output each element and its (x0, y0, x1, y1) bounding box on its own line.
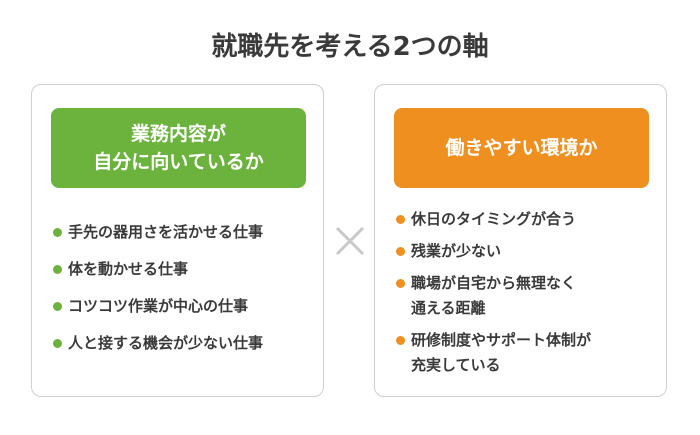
job-fit-list: 手先の器用さを活かせる仕事 体を動かせる仕事 コツコツ作業が中心の仕事 人と接す… (52, 220, 263, 368)
list-item: 人と接する機会が少ない仕事 (52, 331, 263, 356)
work-environment-list: 休日のタイミングが合う 残業が少ない 職場が自宅から無理なく 通える距離 研修制… (395, 207, 591, 385)
bullet-icon (53, 302, 62, 311)
bullet-icon (53, 339, 62, 348)
heading-line-2: 自分に向いているか (93, 151, 264, 173)
list-item: 研修制度やサポート体制が 充実している (395, 328, 591, 378)
heading-line-1: 業務内容が (130, 123, 226, 145)
bullet-icon (396, 336, 405, 345)
bullet-icon (396, 279, 405, 288)
list-item: 手先の器用さを活かせる仕事 (52, 220, 263, 245)
heading-work-environment: 働きやすい環境か (394, 108, 649, 188)
bullet-icon (396, 247, 405, 256)
times-icon (335, 226, 365, 256)
list-item: 残業が少ない (395, 239, 591, 264)
heading-text: 働きやすい環境か (445, 137, 598, 159)
bullet-icon (53, 265, 62, 274)
list-item: 休日のタイミングが合う (395, 207, 591, 232)
card-job-fit: 業務内容が 自分に向いているか 手先の器用さを活かせる仕事 体を動かせる仕事 コ… (31, 84, 324, 397)
heading-job-fit: 業務内容が 自分に向いているか (51, 108, 306, 188)
list-item: 体を動かせる仕事 (52, 257, 263, 282)
list-item: コツコツ作業が中心の仕事 (52, 294, 263, 319)
bullet-icon (53, 228, 62, 237)
list-item: 職場が自宅から無理なく 通える距離 (395, 271, 591, 321)
bullet-icon (396, 215, 405, 224)
card-work-environment: 働きやすい環境か 休日のタイミングが合う 残業が少ない 職場が自宅から無理なく … (374, 84, 667, 397)
page-title: 就職先を考える2つの軸 (211, 32, 489, 62)
